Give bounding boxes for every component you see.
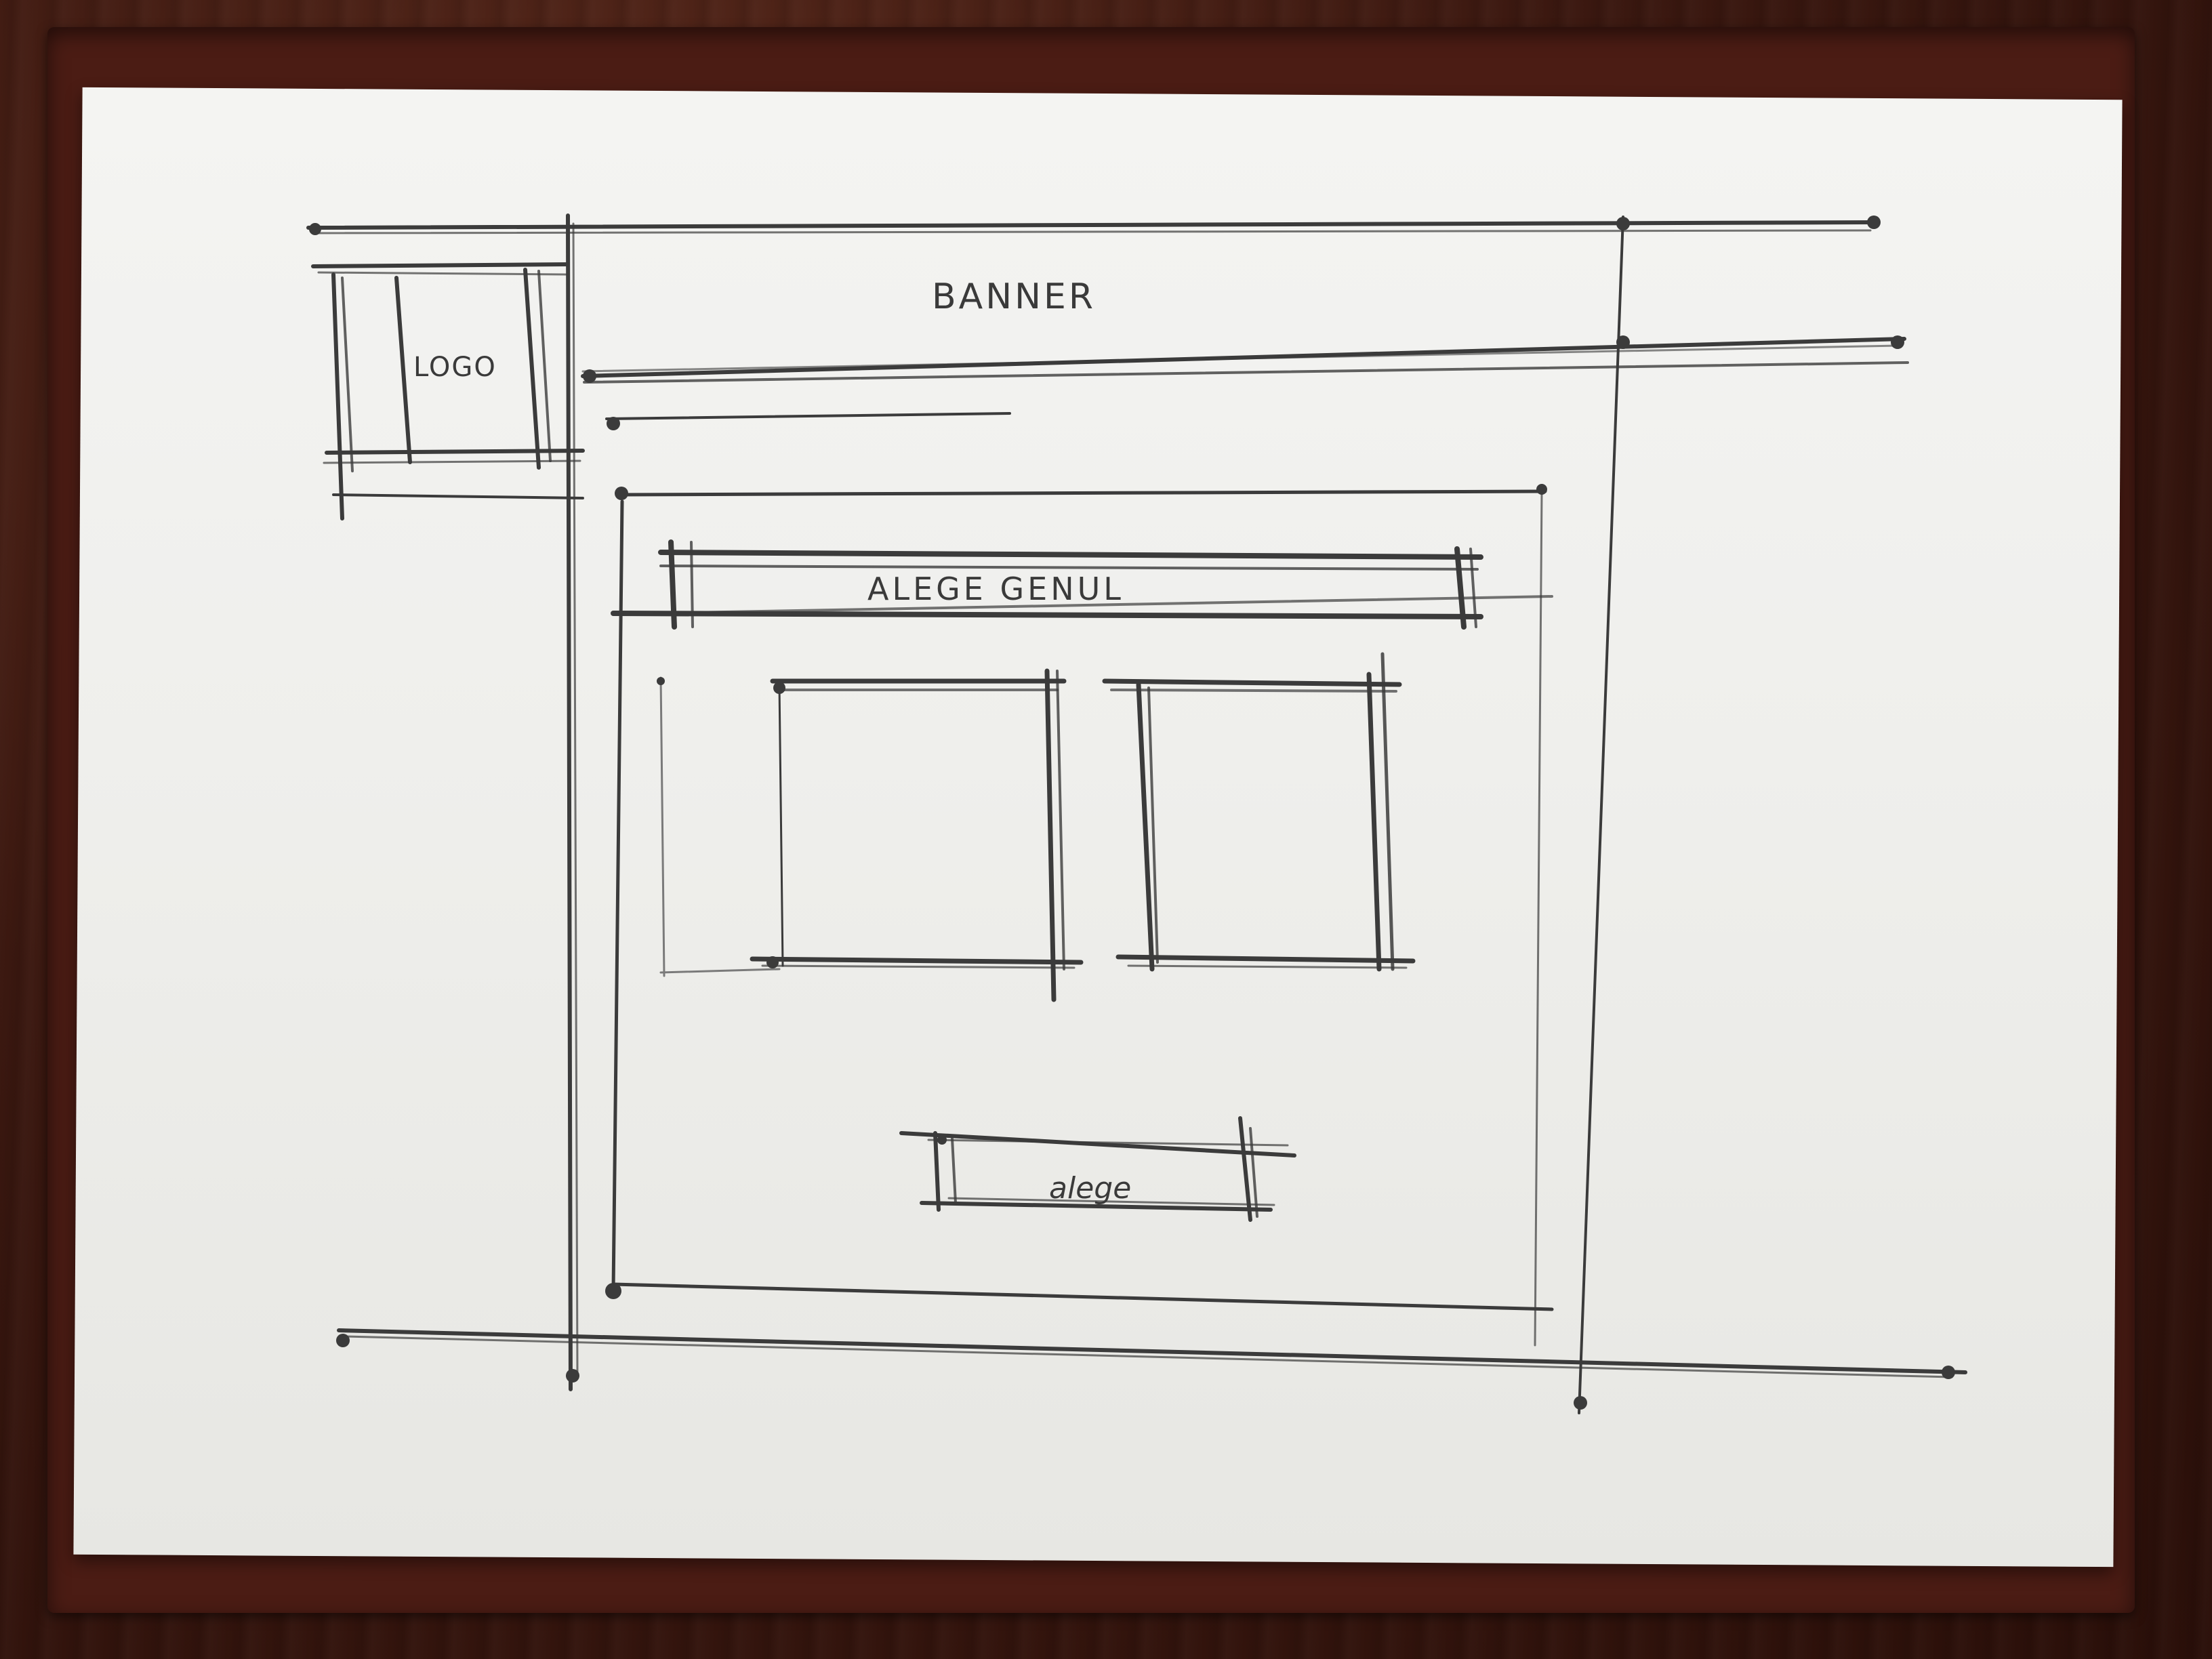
logo-box[interactable] (313, 264, 583, 518)
pencil-dots (309, 216, 1955, 1410)
banner-label: BANNER (932, 276, 1096, 317)
page-frame (308, 216, 1965, 1413)
genre-heading-label: ALEGE GENUL (867, 571, 1124, 607)
genre-option-right[interactable] (1105, 654, 1413, 969)
content-container (613, 491, 1552, 1345)
logo-label: LOGO (413, 352, 497, 383)
genre-option-left[interactable] (661, 671, 1081, 1000)
choose-button-label[interactable]: alege (1049, 1171, 1131, 1206)
banner-region (583, 339, 1908, 419)
